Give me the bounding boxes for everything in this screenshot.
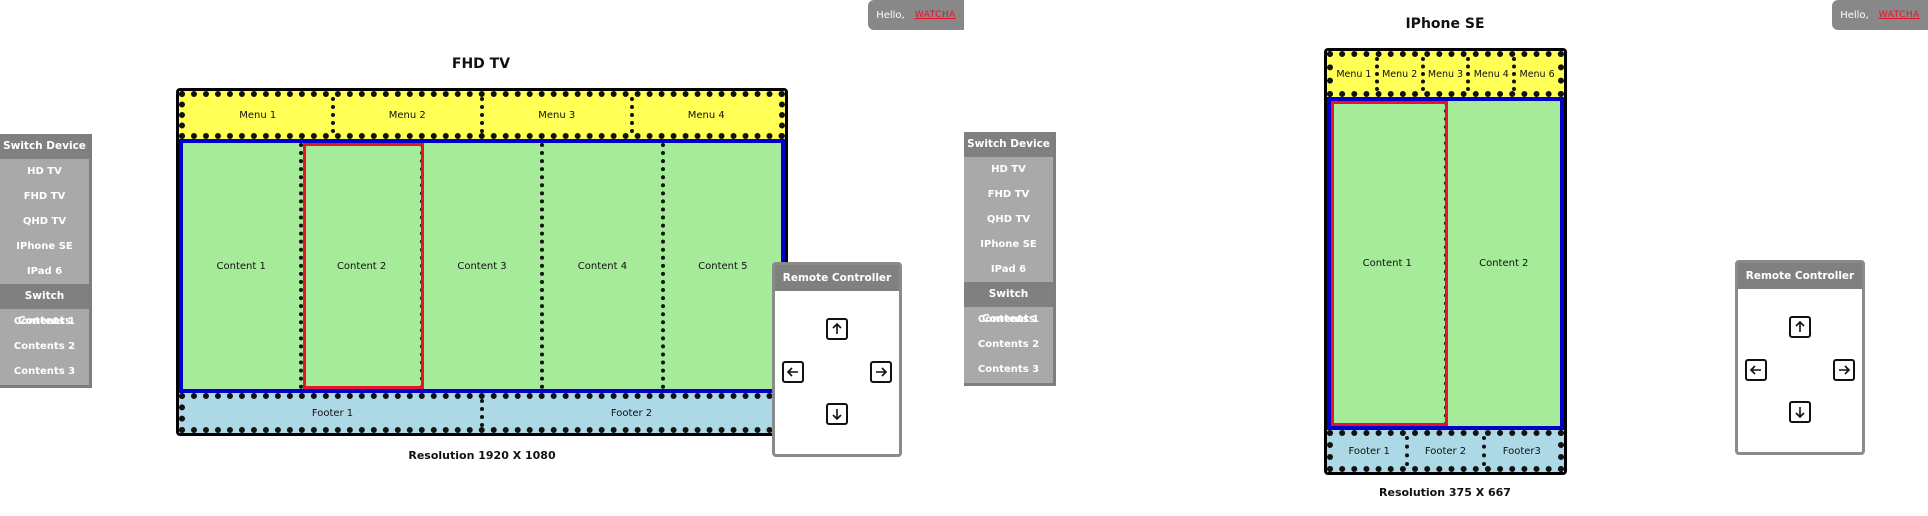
footer-bar: Footer 1 Footer 2 Footer3 [1327,430,1564,472]
content-item-2-selected[interactable]: Content 2 [303,143,424,389]
menu-item-2[interactable]: Menu 2 [335,97,484,133]
switch-contents-header: Switch Contents [964,282,1053,325]
menu-item-1[interactable]: Menu 1 [1333,57,1379,91]
content-row: Content 1 Content 2 [1331,101,1560,426]
side-menu: Switch Device HD TV FHD TV QHD TV IPhone… [0,134,92,388]
arrow-down-icon[interactable] [826,403,848,425]
content-row: Content 1 Content 2 Content 3 Content 4 … [183,143,781,389]
device-item-ipad-6[interactable]: IPad 6 [26,266,63,277]
device-item-hd-tv[interactable]: HD TV [991,164,1026,175]
arrow-up-icon[interactable] [1789,316,1811,338]
tv-screen: Menu 1 Menu 2 Menu 3 Menu 4 Content 1 Co… [176,88,788,436]
arrow-down-icon[interactable] [1789,401,1811,423]
contents-item-3[interactable]: Contents 3 [977,364,1040,375]
content-area: Content 1 Content 2 [1327,97,1564,430]
footer-item-1[interactable]: Footer 1 [185,399,484,427]
device-title: FHD TV [451,56,511,72]
content-item-5[interactable]: Content 5 [698,260,748,272]
user-link[interactable]: WATCHA [1878,10,1920,20]
device-item-qhd-tv[interactable]: QHD TV [22,216,67,227]
hello-text: Hello, [876,9,905,21]
content-item-2[interactable]: Content 2 [1479,258,1529,269]
arrow-left-icon[interactable] [1745,359,1767,381]
content-item-3[interactable]: Content 3 [424,143,545,389]
device-item-hd-tv[interactable]: HD TV [27,166,62,177]
menu-item-1[interactable]: Menu 1 [185,97,335,133]
hello-badge: Hello, WATCHA [1832,0,1928,30]
arrow-right-icon[interactable] [1833,359,1855,381]
menu-item-4[interactable]: Menu 4 [687,109,725,121]
switch-contents-header: Switch Contents [0,284,89,327]
switch-device-header: Switch Device [0,134,89,159]
device-item-ipad-6[interactable]: IPad 6 [990,264,1027,275]
device-item-iphone-se[interactable]: IPhone SE [16,241,73,252]
footer-bar: Footer 1 Footer 2 [179,393,785,433]
contents-item-3[interactable]: Contents 3 [13,366,76,377]
contents-item-1[interactable]: Contents 1 [13,316,76,327]
phone-screen: Menu 1 Menu 2 Menu 3 Menu 4 Menu 6 Conte… [1324,48,1567,475]
content-item-1[interactable]: Content 1 [183,143,304,389]
device-item-fhd-tv[interactable]: FHD TV [23,191,66,202]
contents-item-2[interactable]: Contents 2 [13,341,76,352]
switch-device-header: Switch Device [964,132,1053,157]
resolution-label: Resolution 1920 X 1080 [408,449,556,462]
hello-text: Hello, [1840,9,1869,21]
contents-item-1[interactable]: Contents 1 [977,314,1040,325]
arrow-right-icon[interactable] [870,361,892,383]
device-item-qhd-tv[interactable]: QHD TV [986,214,1031,225]
remote-controller: Remote Controller [772,262,902,457]
menu-item-4[interactable]: Menu 4 [1470,57,1517,91]
content-item-4[interactable]: Content 4 [544,143,665,389]
menu-bar: Menu 1 Menu 2 Menu 3 Menu 4 Menu 6 [1327,51,1564,97]
content-area: Content 1 Content 2 Content 3 Content 4 … [179,139,785,393]
user-link[interactable]: WATCHA [914,10,956,20]
hello-badge: Hello, WATCHA [868,0,964,30]
footer-item-2[interactable]: Footer 2 [610,407,653,419]
content-item-1-selected[interactable]: Content 1 [1331,101,1448,426]
footer-item-3[interactable]: Footer3 [1502,445,1541,457]
footer-item-1[interactable]: Footer 1 [1333,436,1410,466]
menu-item-6[interactable]: Menu 6 [1519,68,1555,80]
arrow-up-icon[interactable] [826,318,848,340]
footer-item-2[interactable]: Footer 2 [1409,436,1486,466]
device-item-fhd-tv[interactable]: FHD TV [987,189,1030,200]
contents-item-2[interactable]: Contents 2 [977,339,1040,350]
menu-item-2[interactable]: Menu 2 [1379,57,1425,91]
device-item-iphone-se[interactable]: IPhone SE [980,239,1037,250]
arrow-left-icon[interactable] [782,361,804,383]
remote-controller: Remote Controller [1735,260,1865,455]
menu-item-3[interactable]: Menu 3 [1425,57,1471,91]
remote-title: Remote Controller [775,265,899,291]
menu-item-3[interactable]: Menu 3 [484,97,634,133]
menu-bar: Menu 1 Menu 2 Menu 3 Menu 4 [179,91,785,139]
side-menu: Switch Device HD TV FHD TV QHD TV IPhone… [964,132,1056,386]
remote-title: Remote Controller [1738,263,1862,289]
device-title: IPhone SE [1405,16,1485,32]
resolution-label: Resolution 375 X 667 [1379,486,1511,499]
